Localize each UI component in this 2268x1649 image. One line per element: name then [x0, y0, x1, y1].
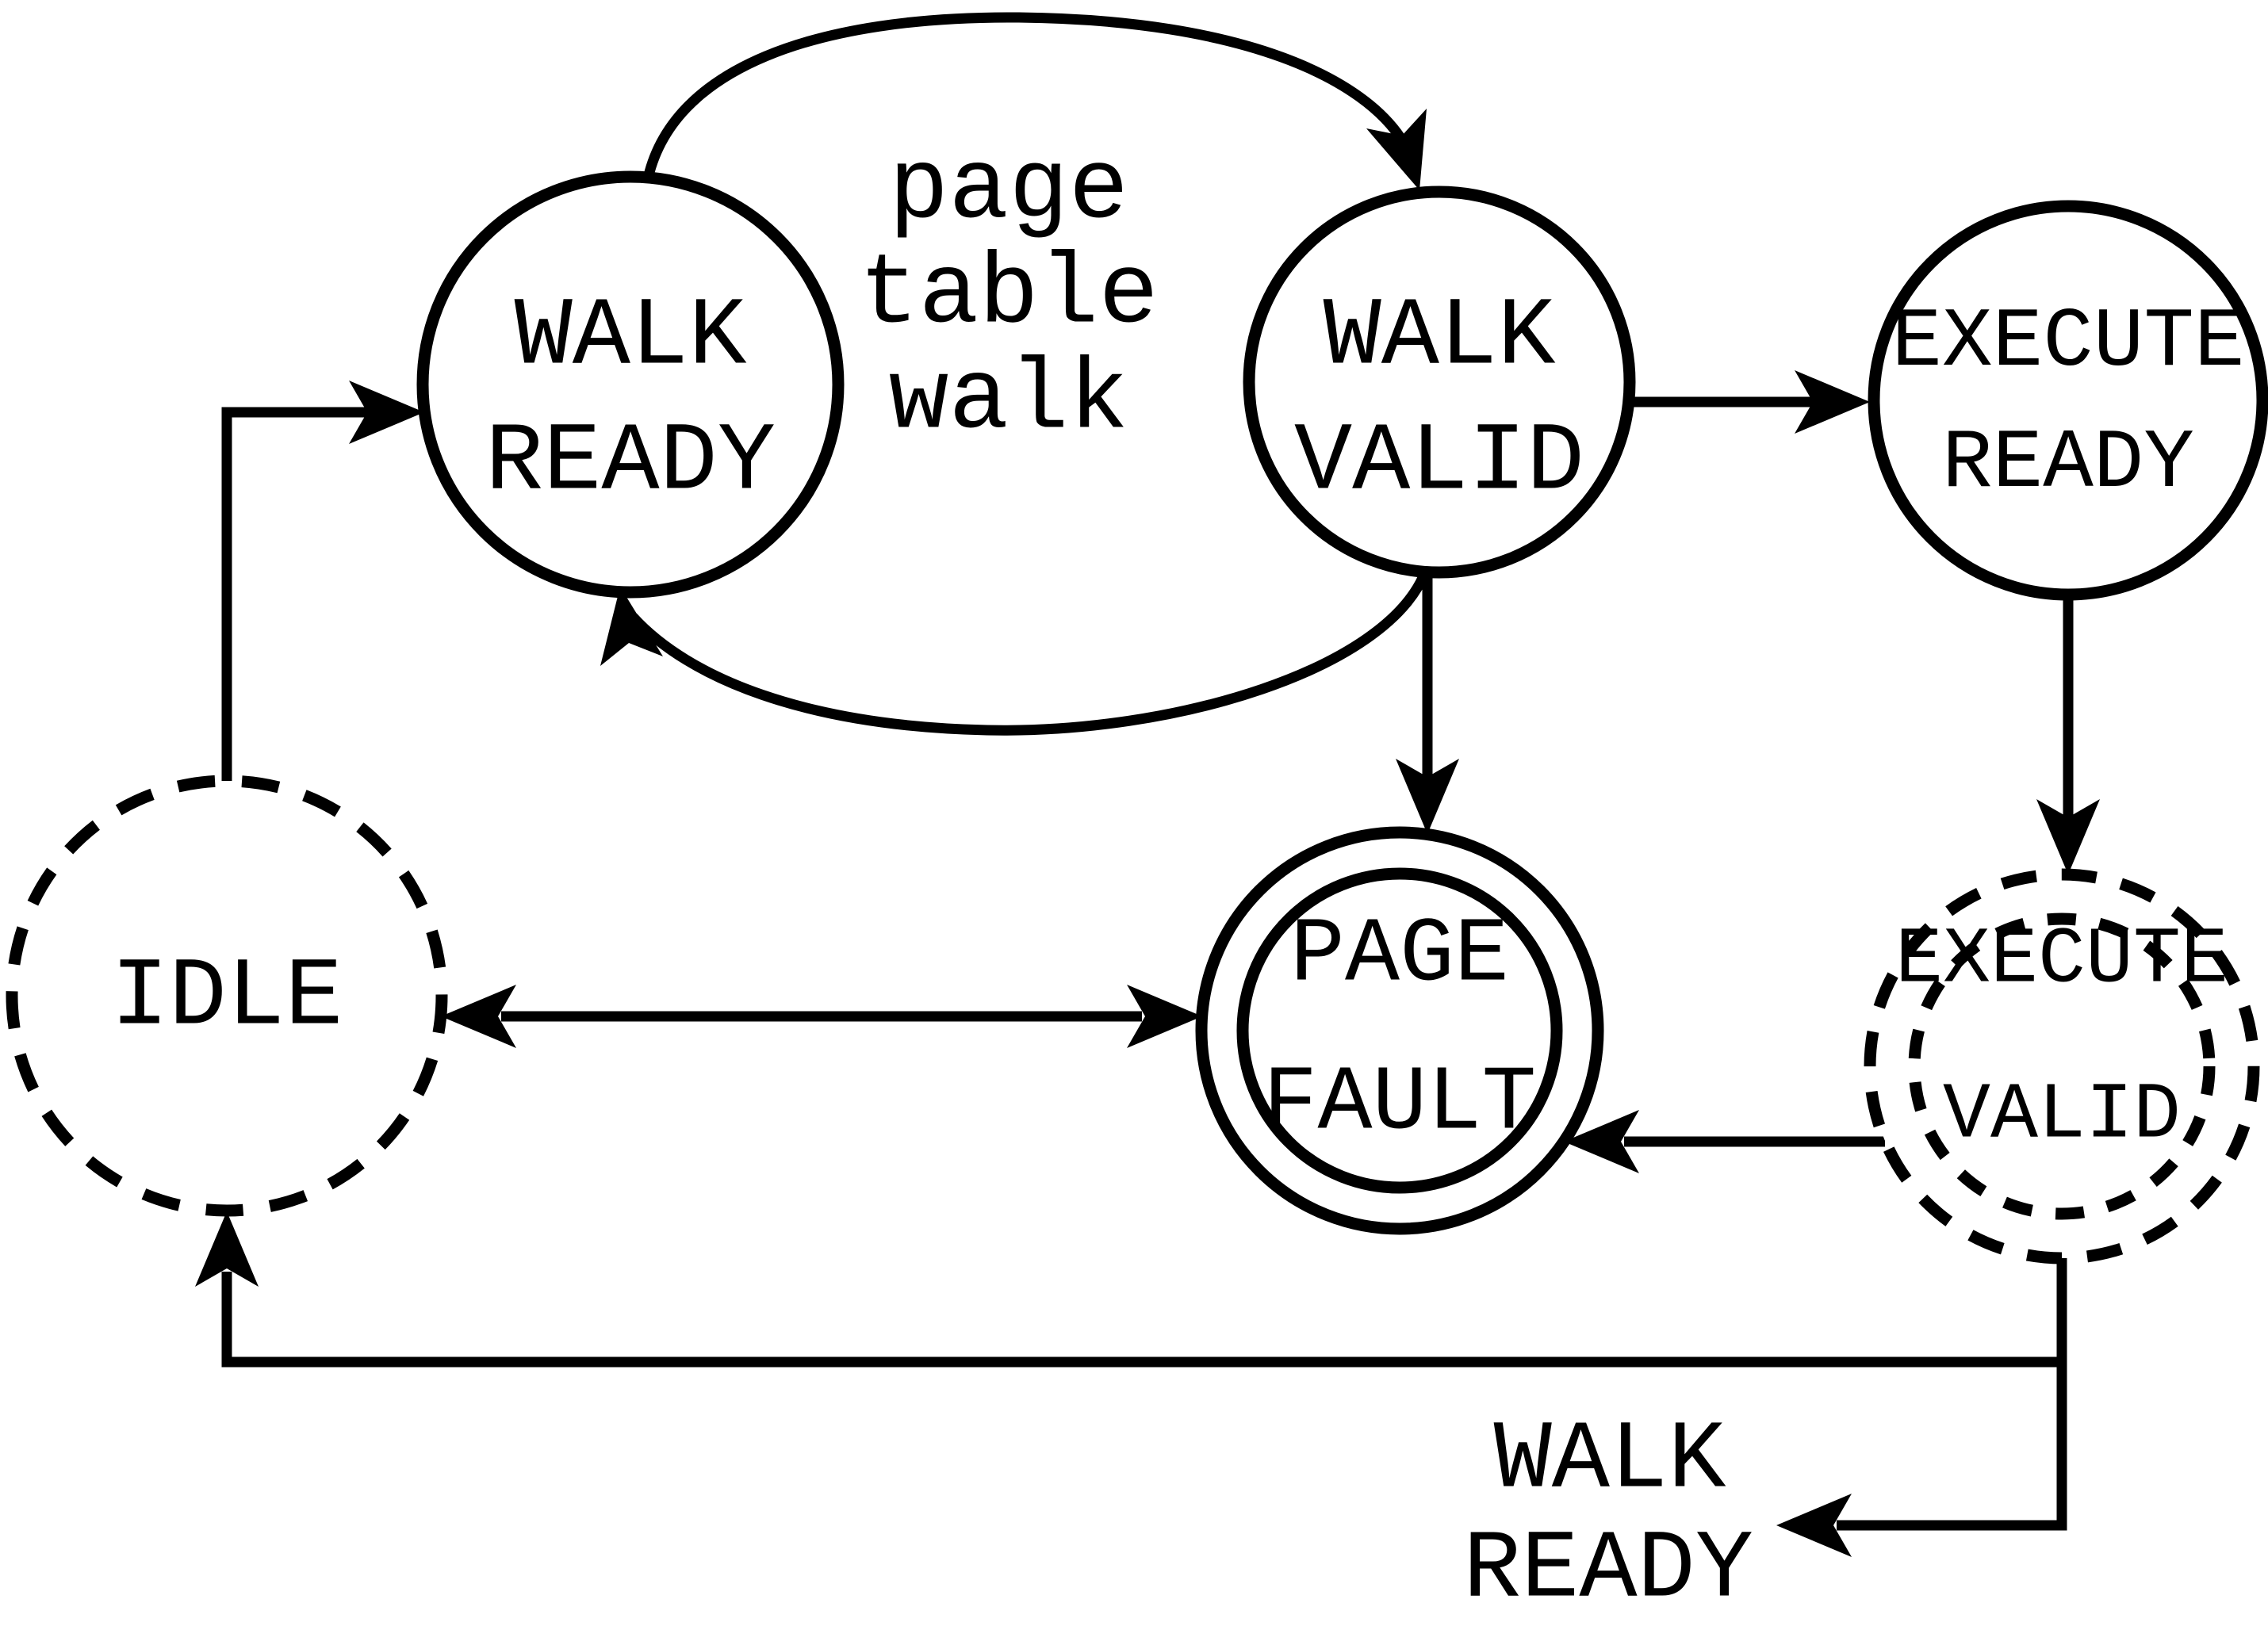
state-execute-ready: EXECUTE READY — [1868, 200, 2268, 601]
state-label-line: FAULT — [1262, 1052, 1536, 1156]
edge-line — [221, 407, 371, 781]
edge-label-line: table — [859, 239, 1159, 352]
edge-label-line: READY — [1463, 1515, 1753, 1625]
transition-execute-valid-to-page-fault — [1564, 1110, 1885, 1173]
state-page-fault: PAGE FAULT — [1195, 826, 1604, 1235]
state-circle-outer — [1195, 826, 1604, 1235]
edge-label-walk-ready-target: WALK READY — [1463, 1406, 1753, 1625]
state-label-line: PAGE — [1290, 904, 1509, 1008]
transition-walk-valid-to-walk-ready-arc — [600, 570, 1431, 736]
edge-line — [221, 1272, 2062, 1368]
edge-label-line: WALK — [1494, 1406, 1727, 1516]
state-label-line: IDLE — [111, 943, 343, 1053]
state-circle-dashed — [6, 775, 448, 1217]
arrowhead-left-icon — [1776, 1494, 1852, 1557]
arrowhead-down-icon — [1366, 109, 1427, 190]
arrowhead-down-icon — [2036, 799, 2100, 874]
arrowhead-up-icon — [600, 587, 663, 666]
arrowhead-left-icon — [441, 985, 516, 1048]
state-circle — [1243, 186, 1636, 579]
state-label-line: WALK — [515, 282, 748, 392]
state-walk-valid: WALK VALID — [1243, 186, 1636, 579]
edge-line — [1837, 1258, 2067, 1531]
state-walk-ready: WALK READY — [416, 170, 845, 599]
arrowhead-right-icon — [1795, 370, 1870, 434]
edge-line — [642, 12, 1408, 184]
arrowhead-up-icon — [195, 1211, 259, 1287]
state-label-line: WALK — [1324, 282, 1557, 392]
state-circle — [1868, 200, 2268, 601]
state-execute-valid: EXECUTE VALID — [1864, 868, 2260, 1264]
state-circle-inner — [1236, 867, 1563, 1194]
transition-execute-valid-bottom-path — [1776, 1258, 2067, 1557]
state-circle — [416, 170, 845, 599]
arrowhead-left-icon — [1564, 1110, 1639, 1173]
state-idle: IDLE — [6, 775, 448, 1217]
state-label-line: EXECUTE — [1895, 916, 2228, 1006]
state-label-line: READY — [1942, 416, 2194, 511]
state-label-line: EXECUTE — [1891, 295, 2244, 390]
transition-walk-valid-to-execute-ready — [1630, 370, 1870, 434]
state-circle-inner-dashed — [1908, 912, 2216, 1220]
edge-label-page-table-walk: page table walk — [859, 134, 1159, 457]
edge-label-line: walk — [889, 344, 1128, 457]
arrowhead-right-icon — [349, 381, 424, 444]
state-label-line: VALID — [1294, 407, 1584, 518]
transition-walk-valid-to-page-fault — [1396, 572, 1459, 834]
transition-execute-valid-to-idle — [195, 1211, 2062, 1368]
state-circle-outer-dashed — [1864, 868, 2260, 1264]
transition-idle-page-fault-bidirectional — [441, 985, 1202, 1048]
transition-walk-ready-to-walk-valid-arc — [642, 12, 1427, 190]
state-label-line: READY — [485, 407, 776, 518]
arrowhead-down-icon — [1396, 759, 1459, 834]
edge-line — [629, 570, 1431, 736]
transition-execute-ready-to-execute-valid — [2036, 596, 2100, 874]
arrowhead-right-icon — [1127, 985, 1202, 1048]
state-label-line: VALID — [1943, 1072, 2181, 1161]
transition-idle-to-walk-ready — [221, 381, 424, 781]
edge-label-line: page — [889, 134, 1128, 247]
